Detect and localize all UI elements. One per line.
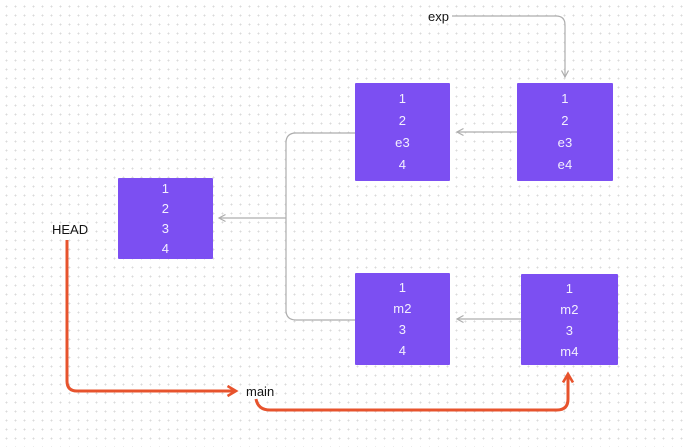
connector-branch-fork[interactable] [285,132,355,321]
commit-node-base[interactable]: 1 2 3 4 [118,178,213,259]
commit-line: 1 [561,91,569,106]
branch-label-main[interactable]: main [246,384,275,399]
commit-line: 1 [398,91,407,106]
commit-line: 1 [398,280,407,295]
connector-head-to-main[interactable] [65,240,236,391]
commit-line: e4 [557,157,573,172]
commit-node-main-tip[interactable]: 1 m2 3 m4 [521,274,618,365]
commit-line: 2 [398,113,407,128]
branch-label-exp[interactable]: exp [428,9,449,24]
commit-line: e3 [395,135,410,150]
commit-line: 3 [161,220,170,236]
commit-line: 1 [161,180,170,196]
commit-line: m2 [393,301,412,316]
commit-line: 2 [161,200,170,216]
commit-line: m4 [560,343,579,359]
commit-line: m2 [560,301,579,317]
commit-line: 3 [398,322,407,337]
commit-node-main-parent[interactable]: 1 m2 3 4 [355,273,450,365]
head-label[interactable]: HEAD [52,222,89,237]
commit-line: e3 [557,135,573,150]
connector-exp-to-exp-tip[interactable] [452,15,570,79]
commit-line: 4 [398,343,407,358]
commit-node-exp-tip[interactable]: 1 2 e3 e4 [517,83,613,181]
commit-node-exp-parent[interactable]: 1 2 e3 4 [355,83,450,181]
commit-line: 4 [161,240,170,256]
commit-line: 4 [398,157,407,172]
commit-line: 2 [561,113,569,128]
connector-main-to-main-tip[interactable] [254,374,568,412]
commit-line: 1 [565,280,574,296]
commit-line: 3 [565,322,574,338]
